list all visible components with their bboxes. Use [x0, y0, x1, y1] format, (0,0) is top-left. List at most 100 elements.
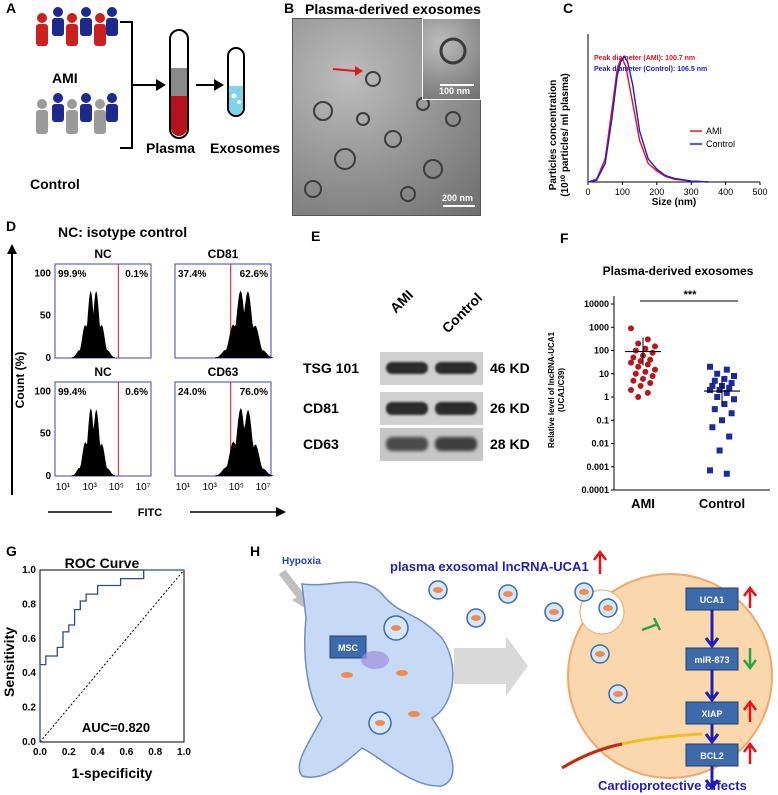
panel-label-g: G [6, 543, 17, 559]
histogram-fill [71, 408, 115, 476]
data-point [637, 382, 644, 389]
legend-ami-text: AMI [706, 126, 722, 136]
data-point [644, 389, 651, 396]
y-tick-label: 0.4 [22, 668, 36, 679]
y-tick-label: 0.2 [22, 703, 36, 714]
protein-label: TSG 101 [303, 360, 360, 376]
roc-ylabel: Sensitivity [1, 627, 17, 697]
x-axis-label: Size (nm) [652, 197, 696, 208]
data-point [707, 387, 713, 394]
data-point [716, 447, 723, 454]
histogram-title: NC [94, 365, 112, 379]
y-tick-label: 0 [45, 353, 51, 364]
percent-left: 37.4% [178, 269, 206, 280]
d-x-label: FITC [138, 507, 162, 519]
x-tick-label: 400 [718, 187, 733, 197]
flow-cytometry: Count (%) FITC NC99.9%0.1%050100CD8137.4… [7, 244, 286, 519]
data-point [714, 394, 721, 400]
x-tick-label: 0.0 [33, 747, 47, 758]
x-tick-label: 0.2 [62, 747, 76, 758]
tem-inset [422, 18, 481, 100]
right-arrow-icon [454, 636, 528, 696]
y-tick-label: 0.0 [22, 737, 36, 748]
histogram-fill [215, 408, 273, 476]
mechanism-diagram: MSC Hypoxia plasma exosomal lncRNA-UCA1 … [278, 549, 773, 791]
panel-label-d: D [6, 218, 17, 234]
data-point [652, 366, 658, 373]
protein-label: CD81 [303, 400, 339, 416]
msc-box [329, 635, 367, 659]
histogram-fill [71, 290, 115, 358]
data-point [721, 400, 728, 407]
significance-stars: *** [684, 289, 698, 301]
x-tick-label: 10⁷ [136, 482, 151, 493]
data-point [711, 406, 718, 413]
roc-chart: ROC Curve Sensitivity 1-specificity 0.00… [1, 555, 191, 781]
panel-label-c: C [563, 0, 574, 16]
x-tick-label: 0 [585, 187, 590, 197]
data-point [723, 470, 730, 477]
people-icon [36, 7, 118, 134]
y-tick-label: 1000 [589, 322, 609, 332]
data-point [707, 467, 713, 474]
data-point [647, 356, 654, 363]
data-point [652, 343, 658, 350]
y-axis-label-2: (10¹⁰ particles/ ml plasma) [560, 73, 571, 197]
y-tick-label: 0.01 [591, 439, 609, 449]
histogram-title: CD81 [208, 247, 239, 261]
panel-b-title: Plasma-derived exosomes [305, 1, 481, 17]
histogram-fill [215, 290, 273, 358]
f-ylabel-1: Relative level of lncRNA-UCA1 [547, 331, 556, 448]
x-tick-label: 10¹ [56, 482, 71, 493]
data-point [628, 325, 634, 332]
x-tick-label: 200 [649, 187, 664, 197]
data-point [635, 394, 642, 400]
group-control-label: Control [30, 176, 80, 192]
lane-control: Control [438, 289, 486, 336]
data-point [723, 389, 730, 396]
series-ami-line [587, 58, 709, 183]
roc-diagonal [39, 569, 185, 743]
panel-label-e: E [311, 228, 321, 244]
data-point [728, 380, 735, 387]
roc-xlabel: 1-specificity [72, 765, 153, 781]
up-arrow-icon [743, 585, 757, 608]
data-point [642, 368, 649, 375]
data-point [632, 370, 639, 377]
data-point [714, 370, 721, 377]
data-point [628, 387, 634, 394]
box-xiap: XIAP [701, 709, 722, 719]
panel-d-title: NC: isotype control [58, 224, 188, 240]
data-point [640, 375, 646, 382]
x-tick-label: 0.4 [91, 747, 105, 758]
d-y-label: Count (%) [13, 352, 27, 409]
percent-right: 76.0% [240, 387, 268, 398]
x-tick-label: 0.8 [148, 747, 162, 758]
percent-right: 0.6% [125, 387, 148, 398]
up-arrow-icon [593, 549, 607, 574]
y-tick-label: 0.001 [586, 462, 609, 472]
data-point [637, 358, 644, 365]
msc-cell [298, 581, 454, 787]
kd-label: 28 KD [490, 436, 530, 452]
percent-right: 62.6% [240, 269, 268, 280]
percent-left: 99.4% [58, 387, 86, 398]
x-tick-label: 300 [684, 187, 699, 197]
exosomes-label: Exosomes [210, 140, 281, 156]
f-ylabel-2: (UCA1/C39) [557, 368, 566, 412]
y-tick-label: 1.0 [22, 565, 36, 576]
roc-title: ROC Curve [65, 555, 140, 571]
data-point [635, 363, 642, 370]
headline-text: plasma exosomal lncRNA-UCA1 [390, 559, 589, 574]
scale-bar-main [443, 205, 475, 207]
data-point [630, 354, 637, 361]
y-tick-label: 50 [40, 311, 52, 322]
y-tick-label: 100 [34, 386, 51, 397]
blot-cd63 [380, 428, 483, 461]
outcome-label: Cardioprotective effects [598, 778, 747, 793]
y-tick-label: 10 [599, 369, 609, 379]
panel-label-a: A [6, 0, 17, 16]
percent-left: 24.0% [178, 387, 206, 398]
